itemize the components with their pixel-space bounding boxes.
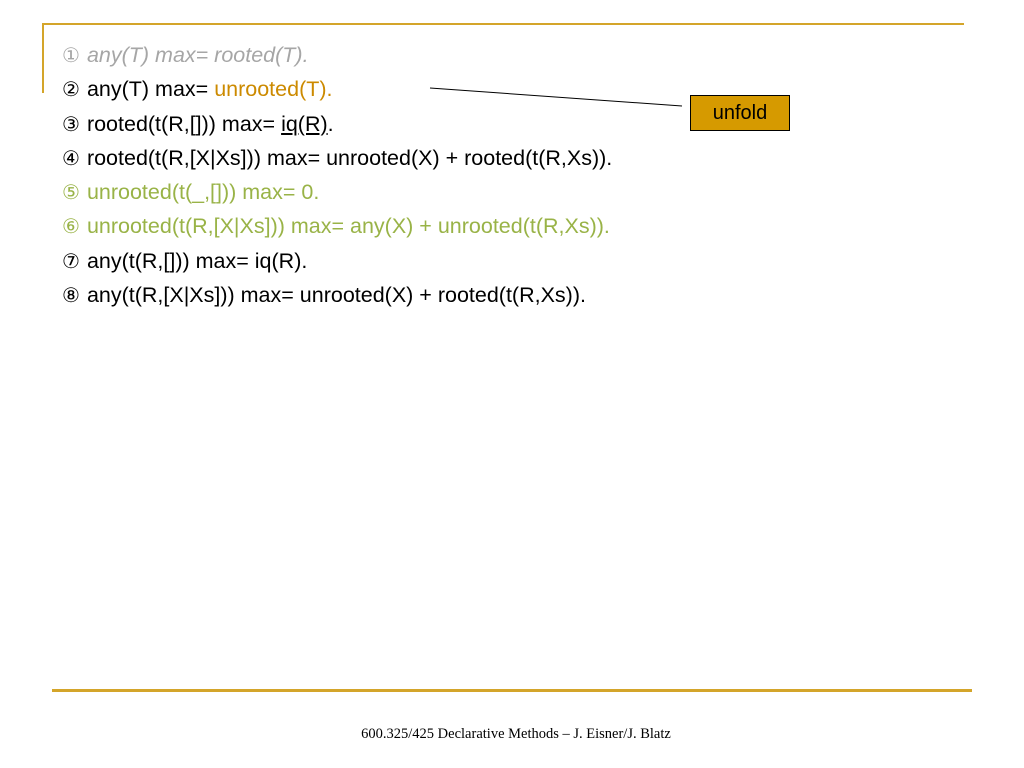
rule-number: ④	[62, 145, 80, 170]
rule-number: ⑥	[62, 214, 80, 239]
rule-number: ⑧	[62, 283, 80, 308]
rule-text: unrooted(T).	[214, 77, 333, 102]
bottom-rule	[52, 689, 972, 692]
rule-text: rooted(t(R,[X|Xs])) max= unrooted(X) + r…	[86, 145, 613, 170]
rule-number: ①	[62, 43, 80, 67]
rule-text: iq(R)	[281, 111, 328, 136]
slide-footer: 600.325/425 Declarative Methods – J. Eis…	[361, 726, 671, 742]
top-rule	[42, 23, 964, 25]
rule-text: .	[327, 111, 334, 136]
rule-text: rooted(t(R,[])) max=	[86, 111, 282, 136]
rule-text: any(t(R,[])) max= iq(R).	[86, 248, 308, 273]
rule-text: unrooted(t(R,[X|Xs])) max= any(X) + unro…	[86, 214, 610, 239]
left-rule	[42, 23, 44, 93]
rule-text: any(T) max= rooted(T).	[86, 43, 309, 67]
rule-number: ⑦	[62, 248, 80, 273]
rule-text: any(t(R,[X|Xs])) max= unrooted(X) + root…	[86, 283, 586, 308]
rule-number: ③	[62, 111, 80, 136]
rule-text: any(T) max=	[86, 77, 215, 102]
unfold-callout: unfold	[690, 95, 790, 131]
rule-text: unrooted(t(_,[])) max= 0.	[86, 180, 320, 205]
rule-number: ⑤	[62, 180, 80, 205]
rule-number: ②	[62, 77, 80, 102]
